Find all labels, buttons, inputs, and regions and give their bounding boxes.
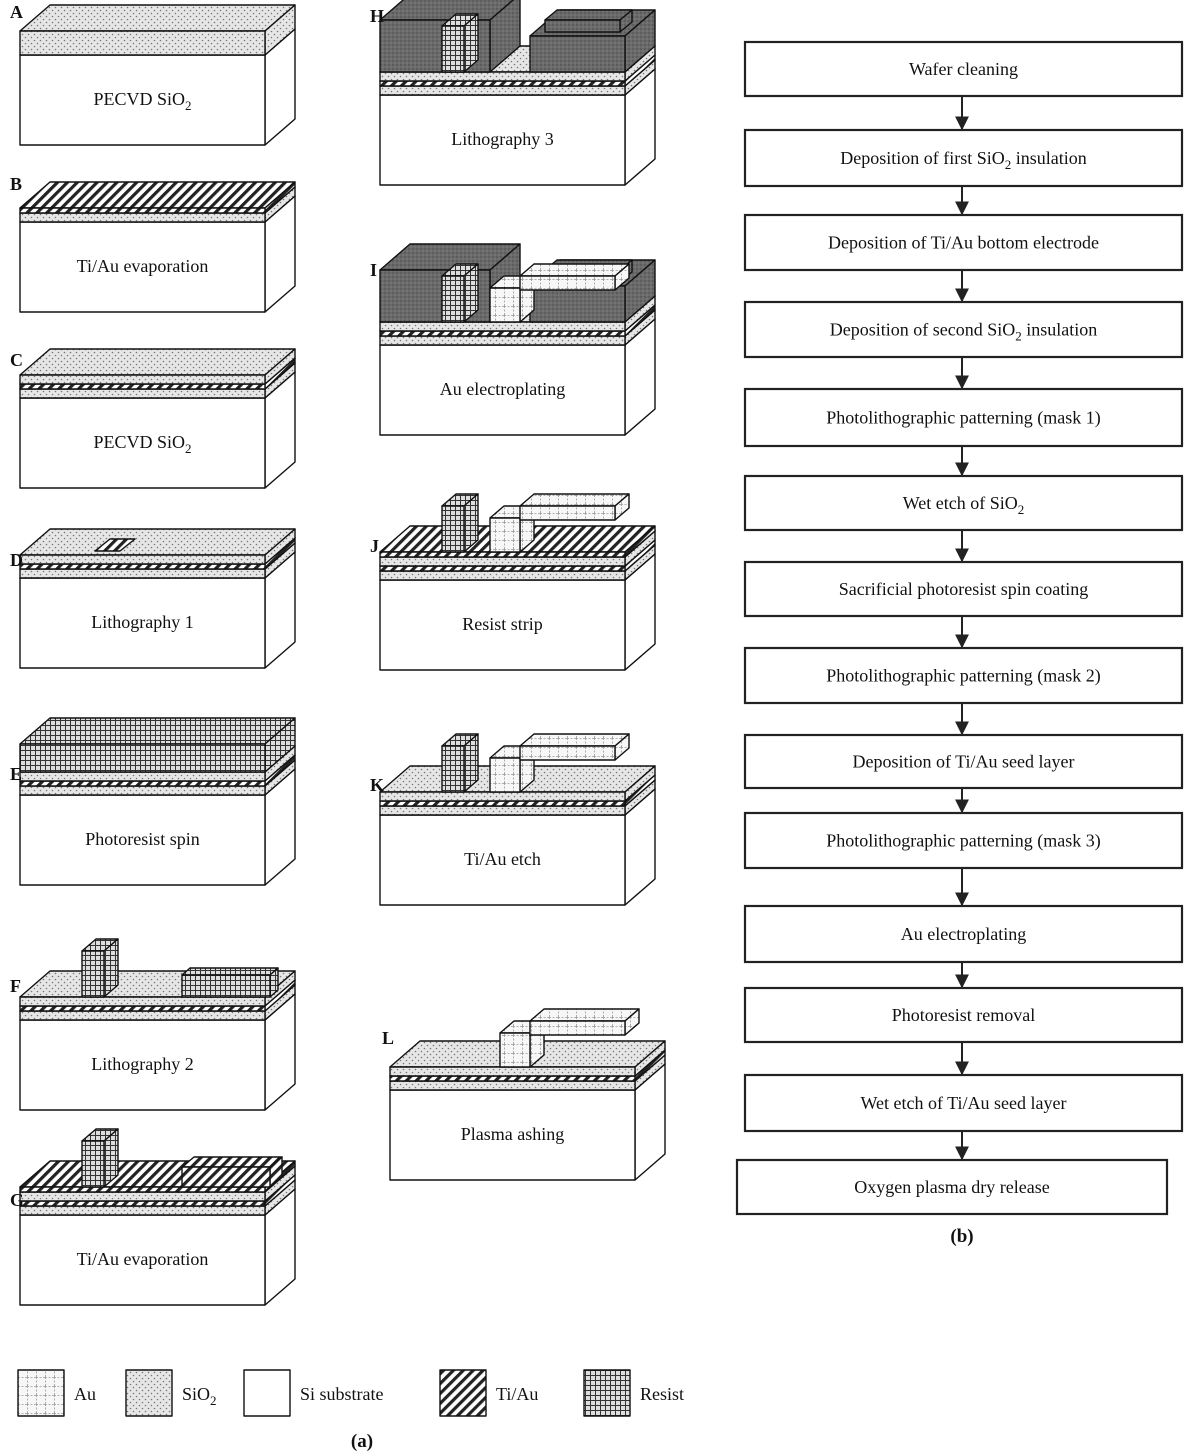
step-label: Resist strip [462,614,543,634]
material-legend: Au SiO2 Si substrate Ti/Au Resist [18,1370,684,1416]
resist-pad [182,968,278,997]
step-label: Lithography 2 [91,1054,193,1074]
legend-item-si: Si substrate [244,1370,384,1416]
flow-step-7: Sacrificial photoresist spin coating [745,562,1182,616]
step-letter: F [10,976,21,996]
flow-step-label: Deposition of Ti/Au bottom electrode [828,233,1099,253]
flow-step-13: Wet etch of Ti/Au seed layer [745,1075,1182,1131]
legend-item-au: Au [18,1370,96,1416]
step-letter: I [370,260,377,280]
au-beam [520,734,629,760]
legend-label: SiO2 [182,1384,217,1408]
step-letter: H [370,6,384,26]
step-letter: B [10,174,22,194]
au-beam [520,264,629,290]
legend-item-resist: Resist [584,1370,684,1416]
process-step-d: D Lithography 1 [10,529,295,668]
sio2-layer [20,349,295,384]
legend-swatch [244,1370,290,1416]
sio2-layer [20,5,295,55]
flow-step-label: Photoresist removal [892,1005,1035,1025]
flow-step-9: Deposition of Ti/Au seed layer [745,735,1182,788]
resist-post [442,734,478,792]
step-letter: E [10,764,22,784]
step-letter: D [10,550,23,570]
legend-label: Si substrate [300,1384,384,1404]
step-letter: L [382,1028,394,1048]
legend-label: Resist [640,1384,684,1404]
legend-label: Au [74,1384,96,1404]
panel-a-caption: (a) [351,1431,373,1452]
sio2-layer [20,529,295,564]
process-step-i: I Au electroplating [370,244,655,435]
flow-step-3: Deposition of Ti/Au bottom electrode [745,215,1182,270]
flow-step-14: Oxygen plasma dry release [737,1160,1167,1214]
legend-swatch [18,1370,64,1416]
flow-step-1: Wafer cleaning [745,42,1182,96]
resist-post [82,939,118,997]
legend-label: Ti/Au [496,1384,538,1404]
legend-swatch [440,1370,486,1416]
step-letter: G [10,1190,24,1210]
process-step-h: H Lithography 3 [370,0,655,185]
flow-step-8: Photolithographic patterning (mask 2) [745,648,1182,703]
flow-step-6: Wet etch of SiO2 [745,476,1182,530]
step-label: Lithography 3 [451,129,553,149]
flow-step-label: Photolithographic patterning (mask 3) [826,831,1100,852]
tiau-pad [182,1157,282,1187]
step-label: Ti/Au etch [464,849,541,869]
panel-b-caption: (b) [950,1226,973,1247]
legend-swatch [584,1370,630,1416]
flow-step-label: Photolithographic patterning (mask 1) [826,408,1100,429]
step-label: Au electroplating [440,379,565,399]
flow-step-4: Deposition of second SiO2 insulation [745,302,1182,357]
step-label: Ti/Au evaporation [77,1249,209,1269]
step-label: Ti/Au evaporation [77,256,209,276]
flow-step-label: Deposition of Ti/Au seed layer [853,752,1075,772]
flow-step-5: Photolithographic patterning (mask 1) [745,389,1182,446]
process-step-e: E Photoresist spin [10,718,295,885]
process-step-b: B Ti/Au evaporation [10,174,295,312]
step-letter: J [370,536,379,556]
flow-step-label: Oxygen plasma dry release [854,1177,1049,1197]
step-label: Lithography 1 [91,612,193,632]
flow-step-12: Photoresist removal [745,988,1182,1042]
step-letter: A [10,2,23,22]
flow-step-2: Deposition of first SiO2 insulation [745,130,1182,186]
process-step-k: K Ti/Au etch [370,734,655,905]
au-beam [530,1009,639,1035]
resist-post [442,264,478,322]
resist-block [545,10,632,32]
process-step-l: L Plasma ashing [382,1009,665,1180]
resist-post [82,1129,118,1187]
legend-item-tiau: Ti/Au [440,1370,538,1416]
process-step-f: F Lithography 2 [10,939,295,1110]
step-letter: C [10,350,23,370]
legend-swatch [126,1370,172,1416]
resist-post [442,494,478,552]
process-step-g: G Ti/Au evaporation [10,1129,295,1305]
resist_thick-layer [20,718,295,772]
step-letter: K [370,775,384,795]
flow-step-11: Au electroplating [745,906,1182,962]
step-label: Photoresist spin [85,829,200,849]
process-step-j: J Resist strip [370,494,655,670]
tiau-layer [20,182,295,213]
step-label: Plasma ashing [461,1124,565,1144]
legend-item-sio2: SiO2 [126,1370,217,1416]
au-beam [520,494,629,520]
flow-step-label: Wet etch of Ti/Au seed layer [860,1093,1066,1113]
flow-step-10: Photolithographic patterning (mask 3) [745,813,1182,868]
resist-post [442,14,478,72]
flow-step-label: Photolithographic patterning (mask 2) [826,666,1100,687]
flow-step-label: Wafer cleaning [909,59,1018,79]
flow-step-label: Sacrificial photoresist spin coating [839,579,1088,599]
flow-step-label: Au electroplating [901,924,1026,944]
